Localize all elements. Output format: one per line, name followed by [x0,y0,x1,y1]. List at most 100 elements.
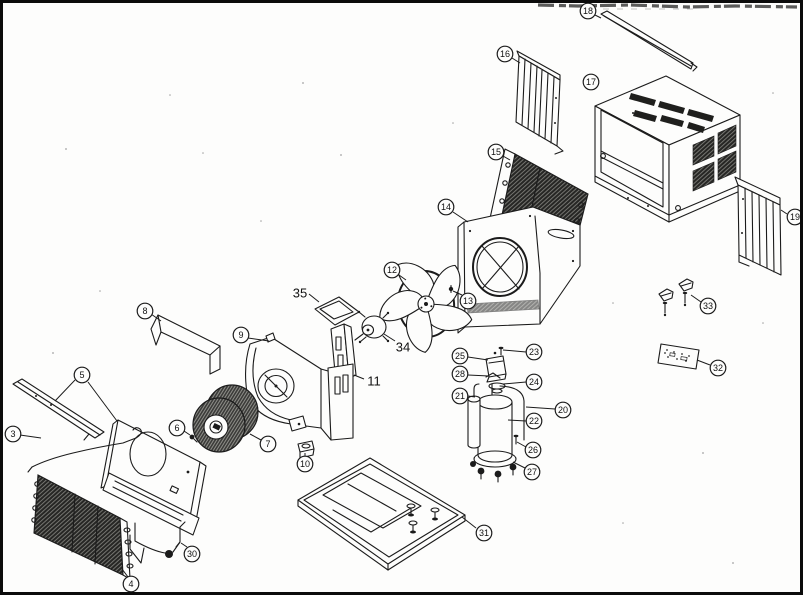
callout-leader [383,333,396,342]
callout-leader [452,290,463,296]
callout-number: 32 [713,363,723,373]
exploded-view-drawing: 3456789101112131415161718192021222324252… [4,3,800,592]
callout-12: 12 [383,261,407,281]
callout-11: 11 [353,374,381,389]
callout-number: 26 [528,445,538,455]
scan-specks [52,82,774,564]
part-capillary-tube [134,521,186,558]
base-pan-studs [406,503,440,534]
callout-bubble [459,292,477,310]
callout-bubble [487,143,505,161]
part-evaporator-coil [31,474,134,580]
callout-number: 33 [703,301,713,311]
callout-27: 27 [512,461,541,481]
callout-layer: 3456789101112131415161718192021222324252… [4,3,800,592]
callout-leader [502,349,527,353]
part-drain-fitting [297,440,315,463]
callout-number: 35 [293,286,307,301]
part-fan-motor [354,310,390,344]
callout-bubble [582,73,600,91]
callout-number: 30 [187,549,197,559]
callout-19: 19 [780,208,800,226]
callout-number: 12 [387,265,397,275]
callout-24: 24 [502,373,543,391]
callout-bubble [525,373,543,391]
callout-16: 16 [496,45,521,64]
callout-31: 31 [461,516,493,542]
callout-leader [467,395,476,398]
callout-6: 6 [168,419,191,437]
callout-bubble [451,365,469,383]
cabinet-top-vents [629,93,714,133]
callout-number: 34 [396,340,410,355]
callout-17: 17 [582,73,600,91]
callout-number: 18 [583,6,593,16]
callout-bubble [183,545,201,563]
callout-18: 18 [579,3,602,20]
callout-leader [180,542,188,548]
callout-bubble [554,401,572,419]
callout-leader [696,359,711,366]
callout-23: 23 [502,343,543,361]
part-gasket [314,296,360,326]
callout-number: 19 [790,212,800,222]
callout-4: 4 [121,568,140,592]
callout-number: 10 [300,459,310,469]
callout-number: 28 [455,369,465,379]
callout-bubble [136,302,154,320]
callout-25: 25 [451,347,489,365]
callout-leader [150,313,162,322]
callout-5: 5 [54,366,118,422]
callout-28: 28 [451,365,490,383]
callout-bubble [296,455,314,473]
callout-leader [183,430,191,436]
callout-number: 3 [10,429,15,439]
callout-34: 34 [383,333,410,355]
callout-32: 32 [696,359,727,377]
callout-35: 35 [293,286,320,303]
callout-leader [398,274,407,281]
callout-leader [594,14,602,19]
callout-number: 8 [142,306,147,316]
callout-bubble [73,366,91,384]
cabinet-side-vents [692,124,737,192]
callout-15: 15 [487,143,511,161]
callout-bubble [437,198,455,216]
callout-leader [54,379,76,402]
callout-26: 26 [516,441,542,459]
callout-number: 16 [500,49,510,59]
part-base-pan [297,457,466,571]
part-seal-strip [600,10,698,72]
callout-number: 20 [558,405,568,415]
callout-number: 23 [529,347,539,357]
callout-number: 17 [586,77,596,87]
callout-leader [690,294,702,303]
callout-leader [121,568,129,578]
callout-number: 14 [441,202,451,212]
callout-leader [353,374,365,380]
callout-number: 13 [463,296,473,306]
callout-bubble [259,435,277,453]
callout-number: 22 [529,416,539,426]
callout-13: 13 [452,290,477,310]
callout-leader [512,461,526,469]
callout-30: 30 [180,542,201,563]
callout-8: 8 [136,302,162,322]
callout-number: 4 [128,579,133,589]
compressor-feet [470,461,517,483]
callout-leader [507,419,527,422]
callout-7: 7 [249,433,277,453]
callout-20: 20 [525,401,572,419]
callout-bubble [524,441,542,459]
callout-bubble [579,3,597,20]
callout-number: 15 [491,147,501,157]
callout-33: 33 [690,294,717,315]
callout-bubble [525,412,543,430]
part-sensor-wire [27,427,142,473]
callout-bubble [232,326,250,344]
part-blower-housing [244,332,354,441]
callout-number: 7 [265,439,270,449]
callout-leader [308,293,320,303]
callout-leader [247,337,270,342]
